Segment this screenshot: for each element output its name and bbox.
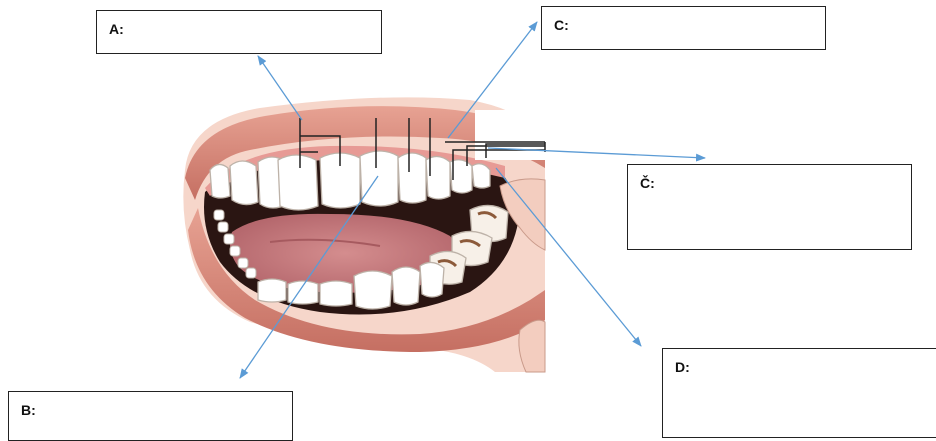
- label-c-caron: Č:: [640, 175, 655, 191]
- answer-box-b[interactable]: B:: [8, 391, 293, 441]
- label-d: D:: [675, 359, 690, 375]
- finger-lower: [519, 320, 545, 372]
- answer-box-d[interactable]: D:: [662, 348, 936, 438]
- label-c: C:: [554, 17, 569, 33]
- answer-box-c[interactable]: C:: [541, 6, 826, 50]
- answer-box-c-caron[interactable]: Č:: [627, 164, 912, 250]
- answer-box-a[interactable]: A:: [96, 10, 382, 54]
- label-a: A:: [109, 21, 124, 37]
- label-b: B:: [21, 402, 36, 418]
